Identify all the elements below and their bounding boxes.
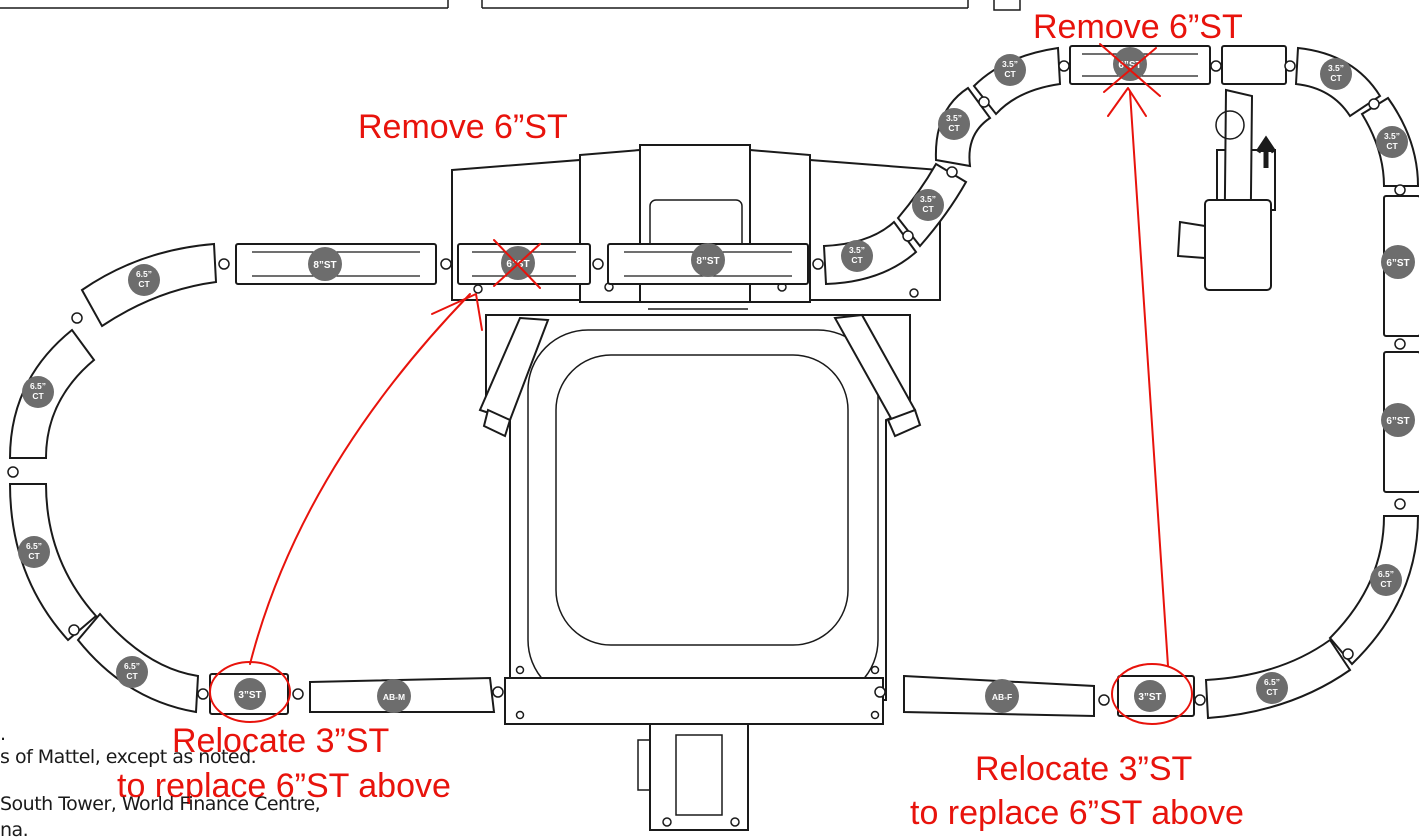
badge-label: CT [948, 123, 960, 133]
badge-label: 6”ST [1386, 258, 1409, 269]
badge-label: 8”ST [313, 260, 336, 271]
footer-line1: s of Mattel, except as noted. [0, 746, 256, 768]
badge-label: CT [1330, 73, 1342, 83]
badge-label: 3.5” [1328, 63, 1344, 73]
badge-label: 6”ST [1386, 416, 1409, 427]
badge-label: CT [851, 255, 863, 265]
track-curve-6-5ct-bottom-left: 6.5” CT [76, 612, 200, 714]
track-straight-8st-center: 8”ST [607, 243, 809, 285]
badge-label: 3.5” [920, 194, 936, 204]
annotation-relocate-left-line1: Relocate 3”ST [172, 722, 389, 760]
badge-label: CT [1004, 69, 1016, 79]
track-straight-6st-center: 6”ST [457, 243, 591, 285]
track-curve-6-5ct-top-left: 6.5” CT [80, 242, 218, 328]
badge-label: CT [1386, 141, 1398, 151]
track-straight-6st-right-lower: 6”ST [1381, 351, 1419, 493]
track-straight-3st-left: 3”ST [209, 673, 289, 715]
badge-label: CT [1266, 687, 1278, 697]
badge-label: 8”ST [696, 256, 719, 267]
track-straight-3st-right: 3”ST [1117, 675, 1195, 717]
track-curve-6-5ct-left-lower: 6.5” CT [8, 483, 98, 642]
badge-label: CT [32, 391, 44, 401]
track-curve-3-5ct-top-right: 3.5” CT [1294, 46, 1382, 118]
badge-label: CT [922, 204, 934, 214]
track-curve-6-5ct-bottom-right: 6.5” CT [1204, 638, 1352, 720]
annotation-relocate-right-line1: Relocate 3”ST [975, 750, 1192, 788]
badge-label: 6.5” [30, 381, 46, 391]
badge-label: 6”ST [1118, 60, 1141, 71]
badge-label: 6.5” [124, 661, 140, 671]
badge-label: CT [138, 279, 150, 289]
track-curve-6-5ct-left-upper: 6.5” CT [8, 328, 96, 459]
badge-label: AB-F [992, 692, 1012, 702]
track-ab-m: AB-M [309, 676, 496, 713]
badge-label: CT [28, 551, 40, 561]
annotation-relocate-left-line2: to replace 6”ST above [117, 767, 451, 805]
track-straight-short-top [1221, 45, 1287, 85]
badge-label: 3”ST [238, 690, 261, 701]
badge-label: CT [126, 671, 138, 681]
station-building [451, 144, 941, 316]
badge-label: 6.5” [136, 269, 152, 279]
badge-label: 3”ST [1138, 692, 1161, 703]
annotation-relocate-right: Relocate 3”ST to replace 6”ST above [910, 87, 1244, 832]
track-connectors [7, 60, 1406, 706]
track-curve-3-5ct-left-top: 3.5” CT [934, 86, 992, 168]
footer-line2: South Tower, World Finance Centre, [0, 793, 320, 815]
badge-label: 6.5” [1378, 569, 1394, 579]
track-curve-3-5ct-right-top: 3.5” CT [1360, 96, 1419, 187]
track-curve-3-5ct-center-upper: 3.5” CT [896, 162, 968, 248]
footer-line3: na. [0, 819, 28, 839]
top-border-fragments [0, 0, 1021, 11]
badge-label: 3.5” [946, 113, 962, 123]
badge-label: 6.5” [1264, 677, 1280, 687]
annotation-relocate-right-line2: to replace 6”ST above [910, 794, 1244, 832]
track-curve-3-5ct-center-right: 3.5” CT [822, 220, 918, 286]
track-straight-8st-left: 8”ST [235, 243, 437, 285]
track-straight-6st-top: 6”ST [1069, 45, 1211, 85]
annotation-remove-top-right: Remove 6”ST [1033, 8, 1243, 97]
badge-label: 3.5” [1384, 131, 1400, 141]
platform-base [478, 313, 922, 831]
annotation-remove-center-text: Remove 6”ST [358, 108, 568, 146]
track-curve-6-5ct-right: 6.5” CT [1328, 515, 1419, 666]
track-straight-6st-right-upper: 6”ST [1381, 195, 1419, 337]
annotation-remove-top-right-text: Remove 6”ST [1033, 8, 1243, 46]
crane-accessory [1176, 88, 1277, 291]
badge-label: CT [1380, 579, 1392, 589]
footer-line1-fragment: . [0, 723, 6, 745]
track-ab-f: AB-F [903, 674, 1095, 718]
annotation-remove-center: Remove 6”ST [358, 108, 568, 289]
badge-label: AB-M [383, 692, 405, 702]
badge-label: 3.5” [849, 245, 865, 255]
annotation-relocate-left: Relocate 3”ST to replace 6”ST above [117, 293, 483, 805]
badge-label: 3.5” [1002, 59, 1018, 69]
badge-label: 6.5” [26, 541, 42, 551]
footer-legal-text: . s of Mattel, except as noted. South To… [0, 723, 321, 839]
